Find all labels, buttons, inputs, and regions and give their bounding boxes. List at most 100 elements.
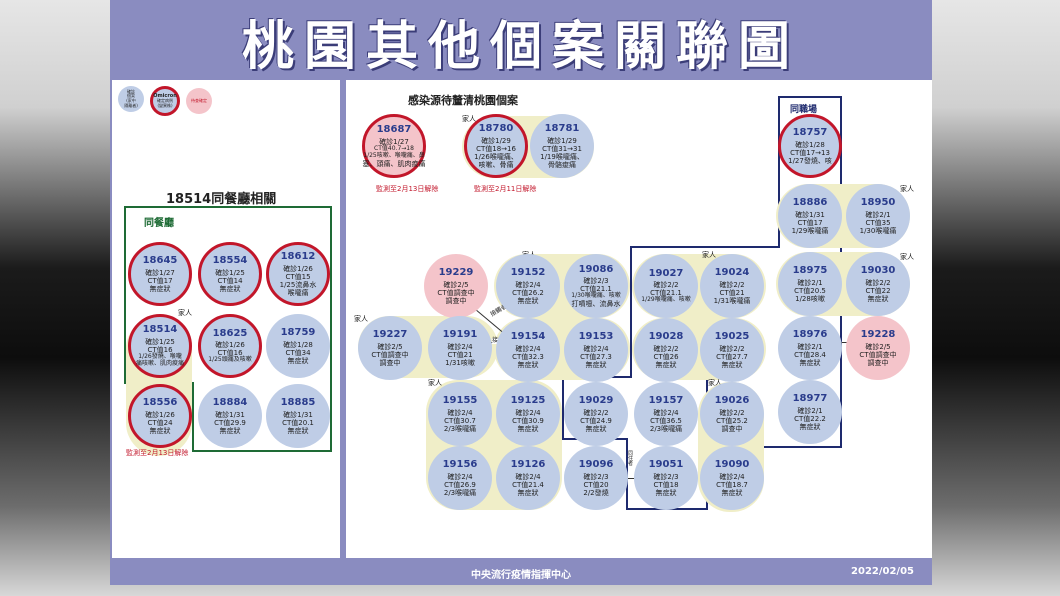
case-line: 無症狀 [517, 296, 539, 305]
case-line: CT值26 [653, 352, 679, 361]
case-line: 無症狀 [517, 424, 539, 433]
case-node-18759[interactable]: 18759 確診1/28 CT值34 無症狀 [266, 314, 330, 378]
case-id: 18780 [478, 123, 514, 135]
case-line: CT值14 [217, 276, 243, 285]
case-id: 18884 [212, 397, 248, 409]
monitor-note: 監測至2月13日解除 [126, 449, 189, 457]
case-node-18645[interactable]: 18645 確診1/27 CT值17 無症狀 [128, 242, 192, 306]
case-line: 無症狀 [219, 284, 241, 293]
case-id: 19228 [860, 329, 896, 341]
case-line: CT值22.2 [794, 414, 826, 423]
case-id: 19153 [578, 331, 614, 343]
case-line: 2/3喉嚨痛 [443, 424, 477, 433]
note-18687: 監測至2月13日解除 [376, 185, 439, 193]
case-line: 確診2/4 [447, 472, 473, 481]
case-line: 1/30喉嚨痛、咳嗽 [571, 292, 621, 300]
case-node-18885[interactable]: 18885 確診1/31 CT值20.1 無症狀 [266, 384, 330, 448]
case-line: 確診2/1 [797, 342, 823, 351]
case-node-18884[interactable]: 18884 確診1/31 CT值29.9 無症狀 [198, 384, 262, 448]
case-node-18625[interactable]: 18625 確診1/26 CT值16 1/25頭痛及咳嗽 [198, 314, 262, 378]
case-id: 18625 [212, 327, 248, 339]
case-line: 確診2/2 [583, 408, 609, 417]
case-line: CT值21.4 [512, 480, 544, 489]
legend-case-line-2: 個案 [127, 93, 135, 99]
case-line: 無症狀 [799, 358, 821, 367]
case-line: CT值20.5 [794, 286, 826, 295]
case-line: 確診2/4 [719, 472, 745, 481]
case-line: 1/29喉嚨痛、咳嗽 [641, 296, 691, 304]
workplace-group-label: 同職場 [790, 105, 818, 115]
family-label: 家人 [428, 379, 442, 387]
case-line: 2/3喉嚨痛 [443, 488, 477, 497]
case-line: 確診2/2 [865, 278, 891, 287]
case-line: 咳嗽、骨痛 [478, 160, 514, 169]
case-line: 確診1/26 [215, 341, 245, 350]
case-line: 1/28咳嗽 [795, 294, 825, 303]
edge-19096-19051 [618, 478, 646, 479]
case-line: CT值17 [147, 276, 173, 285]
case-node-18556[interactable]: 18556 確診1/26 CT值24 無症狀 [128, 384, 192, 448]
case-line: 無症狀 [149, 284, 171, 293]
case-id: 19096 [578, 459, 614, 471]
case-line: CT值16 [217, 349, 243, 358]
case-line: 確診2/2 [719, 280, 745, 289]
case-line: 1/27發燒、咳 [788, 156, 832, 165]
case-node-18612[interactable]: 18612 確診1/26 CT值15 1/25流鼻水 喉嚨痛 [266, 242, 330, 306]
case-line: 確診2/3 [583, 472, 609, 481]
case-line: 確診2/4 [515, 280, 541, 289]
case-line: 確診2/4 [653, 408, 679, 417]
case-line: CT值調查中 [371, 350, 409, 359]
case-line: CT值27.3 [580, 352, 612, 361]
edge-note-c: 同住者 [628, 452, 636, 467]
legend-omicron-line-1: Omicron [153, 92, 177, 99]
legend-omicron-line-2: 確定病例 [157, 98, 173, 104]
restaurant-group-label: 同餐廳 [144, 218, 174, 229]
case-node-18554[interactable]: 18554 確診1/25 CT值14 無症狀 [198, 242, 262, 306]
case-id: 18781 [544, 123, 580, 135]
legend-omicron: Omicron 確定病例 (變異株) [150, 86, 180, 116]
case-line: 確診2/4 [447, 342, 473, 351]
case-line: CT值21.1 [580, 285, 612, 294]
case-id: 19157 [648, 395, 684, 407]
case-id: 18687 [376, 124, 412, 136]
legend-case: 確診 個案 (家中 隔離者) [118, 86, 144, 112]
case-line: 確診1/31 [283, 410, 313, 419]
case-line: 骨骼痠痛 [548, 160, 576, 169]
case-line: 確診2/3 [583, 277, 609, 286]
case-id: 18885 [280, 397, 316, 409]
case-node-18514[interactable]: 18514 確診1/25 CT值16 1/26發燒、喉嚨 痛咳嗽、肌肉痠痛 [128, 314, 192, 378]
